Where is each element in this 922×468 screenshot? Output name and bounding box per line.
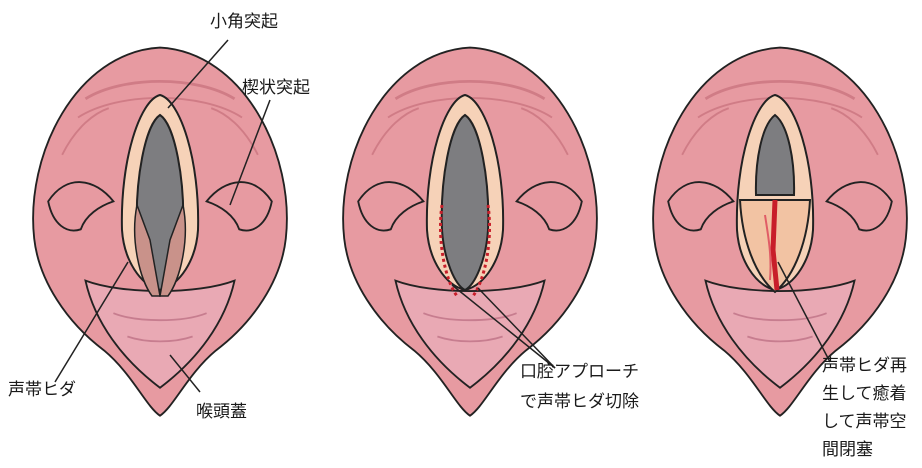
label-oral-approach-1: 口腔アプローチ	[520, 362, 639, 382]
label-vocal-fold: 声帯ヒダ	[8, 380, 76, 400]
label-regen-4: 間閉塞	[822, 440, 873, 460]
larynx-normal	[33, 48, 287, 416]
label-oral-approach-2: で声帯ヒダ切除	[520, 392, 639, 412]
label-regen-1: 声帯ヒダ再	[822, 356, 907, 376]
label-regen-3: して声帯空	[822, 412, 907, 432]
label-epiglottis: 喉頭蓋	[196, 402, 247, 422]
larynx-resection	[343, 48, 597, 416]
label-corniculate: 小角突起	[210, 12, 278, 32]
label-cuneiform: 楔状突起	[242, 78, 310, 98]
label-regen-2: 生して癒着	[822, 384, 907, 404]
